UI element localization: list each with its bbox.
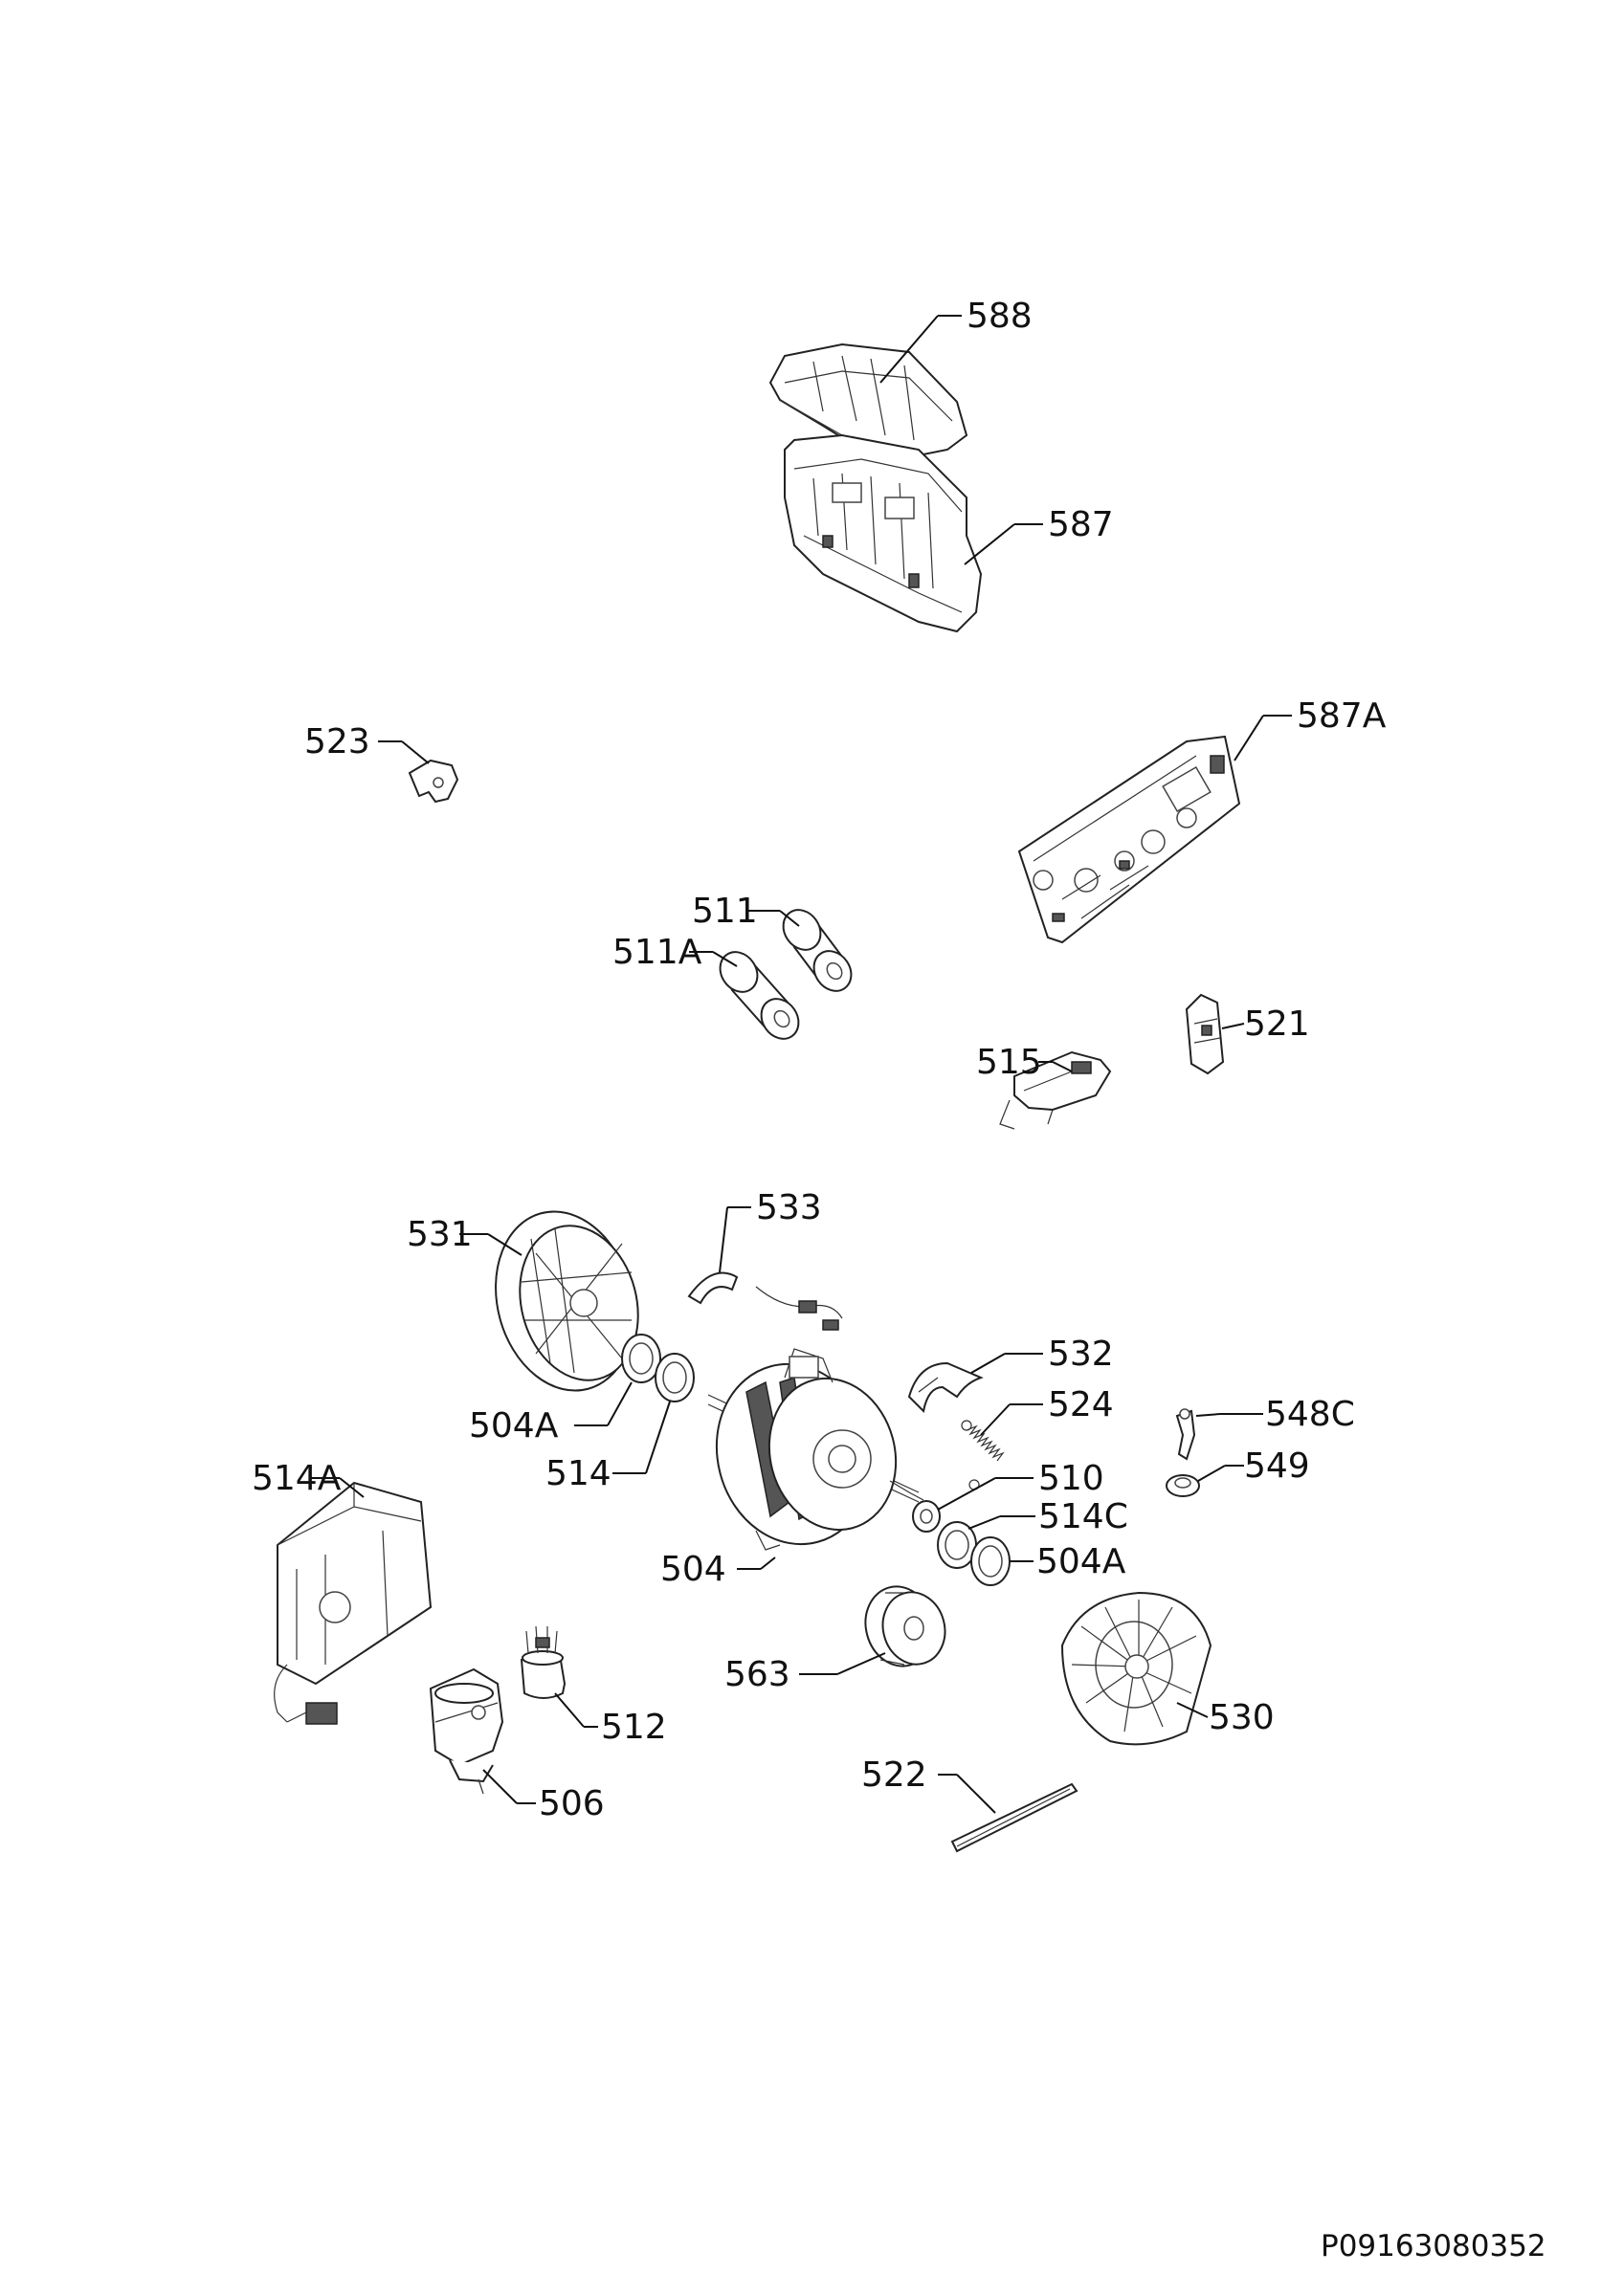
part-504-motor [707,1348,924,1551]
callout-512: 512 [601,1708,667,1747]
callout-563: 563 [724,1655,790,1694]
part-533-harness [687,1271,843,1331]
callout-511A: 511A [612,933,702,972]
part-515-door-lock [999,1050,1112,1130]
callout-521: 521 [1244,1004,1310,1044]
callout-587: 587 [1048,505,1114,544]
callout-549: 549 [1244,1446,1310,1486]
callout-504: 504 [660,1550,726,1589]
part-514C-washer [912,1500,941,1533]
callout-514C: 510 [1038,1459,1104,1498]
part-504A-ring-right [970,1536,1011,1586]
callout-530: 530 [1209,1698,1275,1737]
part-587-module [784,433,983,633]
part-511A-capacitor [719,951,800,1040]
callout-504A-left: 504A [469,1406,559,1446]
callout-514A: 514C [1038,1497,1128,1536]
part-506-pump [429,1667,504,1795]
part-549-grommet [1166,1474,1200,1497]
callout-506: 506 [539,1784,605,1823]
callout-515: 515 [976,1043,1042,1082]
callout-523: 523 [304,722,370,762]
callout-588: 588 [967,297,1033,336]
callout-548C: 548C [1265,1395,1355,1434]
part-521-sensor [1185,993,1225,1075]
part-548C-pin [1175,1408,1196,1461]
part-514A-ring [937,1521,977,1569]
callout-514-left: 514 [545,1454,611,1493]
part-524-spring [961,1420,1005,1490]
part-523-clip [408,759,459,804]
part-530-fan [1060,1591,1212,1746]
callout-510: 514A [252,1459,342,1498]
callout-533: 533 [756,1188,822,1227]
part-531-fan [495,1210,639,1392]
part-504A-ring-left [621,1334,661,1383]
callout-532: 532 [1048,1335,1114,1374]
callout-522: 522 [861,1755,927,1795]
part-532-bracket [907,1361,984,1414]
part-510-housing [274,1481,433,1725]
part-514-ring-left [655,1353,695,1402]
callout-524: 524 [1048,1385,1114,1424]
callout-531: 531 [407,1215,473,1254]
callout-587A: 587A [1297,696,1387,736]
part-563-pulley [864,1585,946,1667]
callout-504A-right: 504A [1036,1542,1126,1581]
part-522-strip [950,1782,1078,1853]
callout-511: 511 [692,892,758,931]
part-587A-pcb [1017,735,1241,944]
document-reference-code: P09163080352 [1321,2229,1546,2263]
part-512-suppressor [520,1625,567,1699]
